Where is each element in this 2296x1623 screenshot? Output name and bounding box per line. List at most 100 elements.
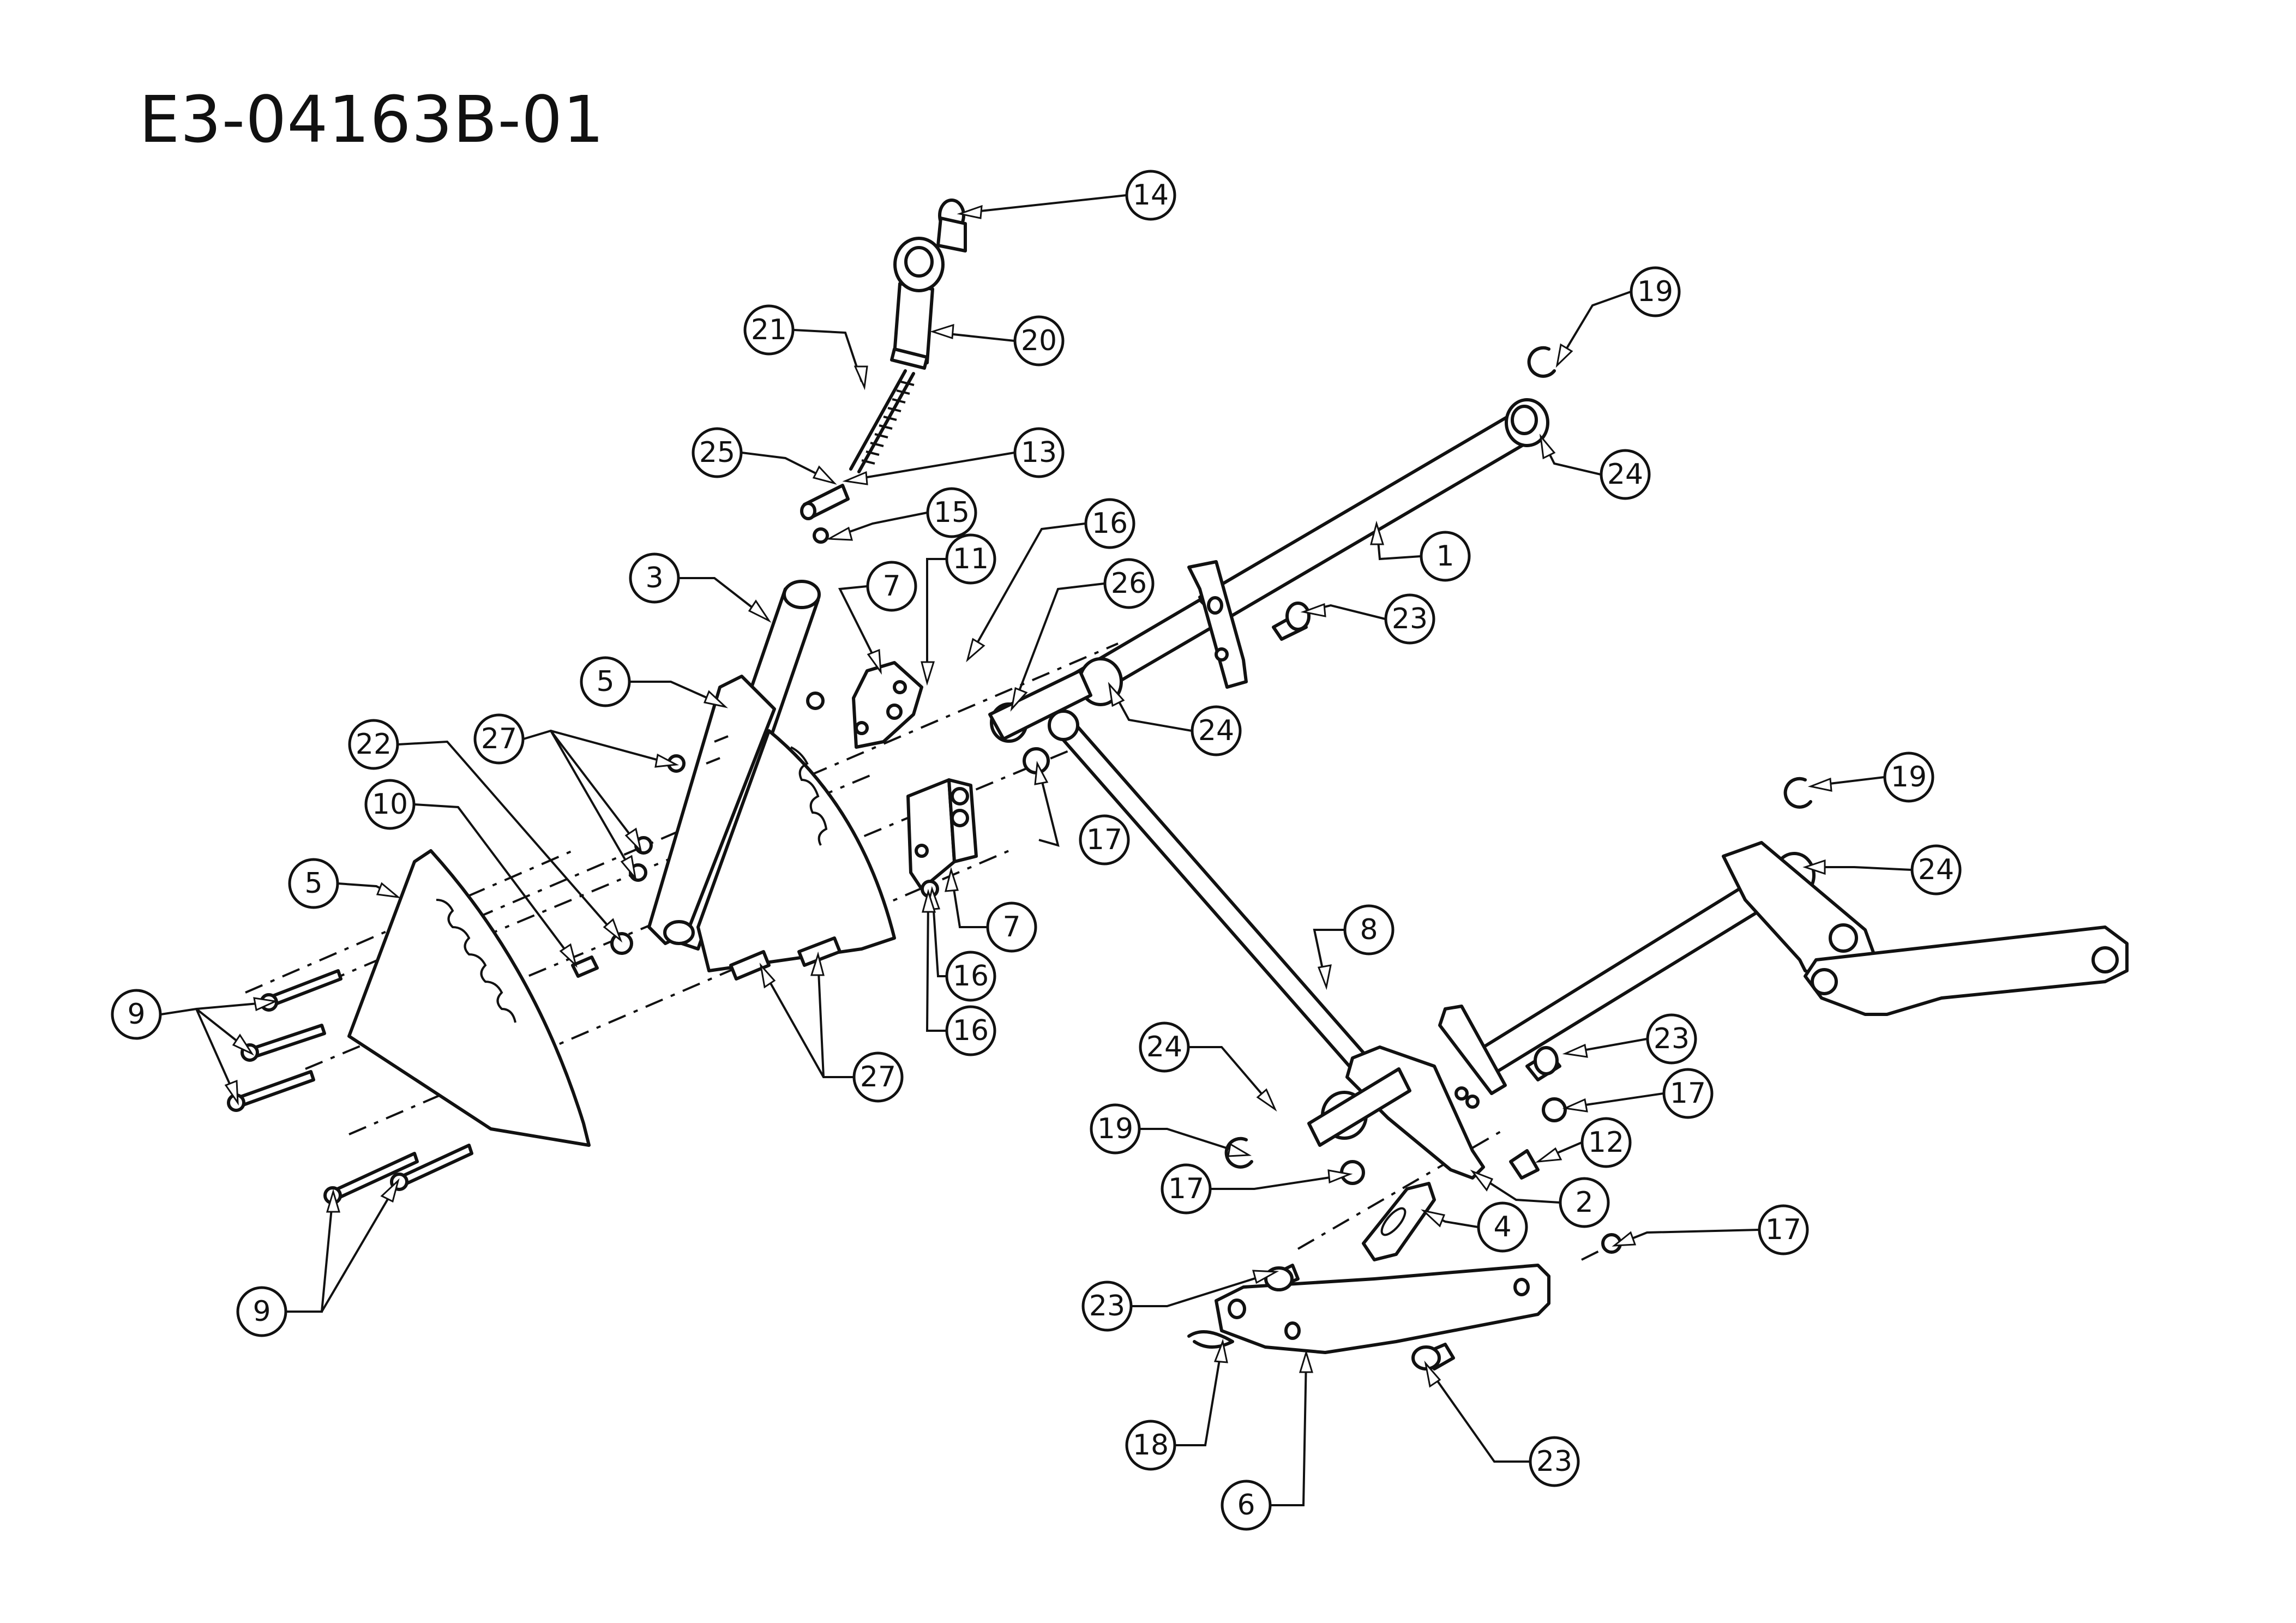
- callout-5-upper: 5: [580, 656, 631, 707]
- axle-bracket-plate: [1187, 560, 1248, 689]
- callout-25: 25: [692, 427, 743, 478]
- bracket-7-upper: [852, 661, 923, 749]
- callout-11: 11: [945, 533, 996, 585]
- callout-6: 6: [1221, 1480, 1272, 1531]
- callout-15-label: 15: [934, 496, 970, 529]
- e-clip-19-lower: [1224, 1137, 1253, 1169]
- bolt-12: [1509, 1149, 1540, 1180]
- callout-17-right: 17: [1758, 1204, 1809, 1255]
- callout-19-top-label: 19: [1637, 275, 1673, 308]
- nut-15-part: [813, 527, 829, 544]
- leader-lines: [160, 194, 1912, 1506]
- callout-16-mid-label: 16: [953, 960, 989, 993]
- link-rod-8: [1048, 710, 1403, 1109]
- callout-14-label: 14: [1133, 179, 1169, 212]
- bolt-9-b: [247, 1024, 326, 1060]
- callout-21: 21: [743, 304, 795, 356]
- callout-16-mid: 16: [945, 951, 996, 1002]
- callout-24-lower-label: 24: [1146, 1031, 1182, 1063]
- lower-plate-2: [1307, 1005, 1507, 1180]
- callout-10-label: 10: [372, 788, 408, 821]
- callout-23-mid-label: 23: [1654, 1023, 1690, 1055]
- callout-24-right-label: 24: [1918, 853, 1954, 886]
- callout-22-label: 22: [356, 728, 392, 761]
- callout-9-upper: 9: [111, 989, 162, 1040]
- cotter-pin-18: [1187, 1330, 1234, 1349]
- callout-23-top-label: 23: [1392, 603, 1428, 635]
- spring-21-part: [861, 381, 915, 465]
- callout-14: 14: [1125, 170, 1176, 221]
- callout-2-label: 2: [1575, 1186, 1593, 1219]
- lever-assembly: [647, 580, 821, 951]
- callout-7-lower-label: 7: [1002, 911, 1020, 943]
- callout-5-upper-label: 5: [596, 665, 614, 698]
- ratchet-sector-front: [347, 849, 591, 1147]
- callout-19-lower: 19: [1090, 1103, 1141, 1155]
- callout-1: 1: [1420, 531, 1471, 582]
- callout-19-right: 19: [1883, 752, 1934, 803]
- callout-10: 10: [364, 779, 416, 830]
- callout-8-label: 8: [1360, 913, 1378, 946]
- callout-7-upper: 7: [866, 561, 917, 612]
- callout-7-upper-label: 7: [882, 570, 900, 603]
- callout-20: 20: [1013, 315, 1065, 366]
- callout-27-lower: 27: [852, 1051, 904, 1103]
- callout-4-label: 4: [1493, 1211, 1511, 1243]
- nut-16-a: [951, 787, 969, 806]
- callout-13-label: 13: [1021, 436, 1057, 469]
- spacer-27-b: [797, 936, 842, 967]
- callout-25-label: 25: [699, 436, 735, 469]
- callout-9-lower: 9: [236, 1286, 287, 1337]
- callout-3: 3: [629, 552, 680, 604]
- lower-arm-6: [1187, 1264, 1550, 1354]
- callout-18-label: 18: [1133, 1429, 1169, 1462]
- callout-17-lower-label: 17: [1168, 1173, 1204, 1205]
- callout-12-label: 12: [1588, 1126, 1624, 1159]
- ratchet-sector-rear: [696, 729, 896, 972]
- callout-16-lower-label: 16: [953, 1014, 989, 1047]
- callout-23-top: 23: [1384, 593, 1435, 645]
- handle-knob-assembly: [800, 199, 967, 544]
- fasteners-left: [227, 692, 969, 1205]
- callout-18: 18: [1125, 1420, 1176, 1471]
- callout-27-upper-label: 27: [481, 723, 517, 755]
- e-clip-19-top: [1527, 346, 1556, 378]
- callout-17-right-label: 17: [1765, 1213, 1801, 1246]
- callout-6-label: 6: [1237, 1489, 1255, 1522]
- callout-17-upper-label: 17: [1086, 823, 1122, 856]
- slot-link-4: [1362, 1182, 1436, 1261]
- callout-16-lower: 16: [945, 1005, 996, 1056]
- callout-26: 26: [1103, 558, 1155, 609]
- callout-19-right-label: 19: [1891, 761, 1927, 794]
- callout-16-top-label: 16: [1092, 507, 1128, 540]
- callout-11-label: 11: [953, 543, 989, 575]
- callout-2: 2: [1559, 1177, 1610, 1228]
- callout-24-right: 24: [1910, 844, 1962, 895]
- callout-9-upper-label: 9: [127, 998, 145, 1031]
- callout-27-lower-label: 27: [860, 1061, 896, 1093]
- diagram-title: E3-04163B-01: [139, 82, 605, 157]
- callout-17-upper: 17: [1079, 814, 1130, 865]
- callout-17-mid-label: 17: [1670, 1077, 1706, 1110]
- rear-axle-assembly: [1482, 841, 2129, 1073]
- callout-9-lower-label: 9: [253, 1295, 271, 1328]
- callout-26-label: 26: [1111, 567, 1147, 600]
- callout-12: 12: [1580, 1117, 1632, 1168]
- nut-17-b: [1542, 1097, 1567, 1122]
- bolt-10: [571, 955, 599, 978]
- spacer-27-a: [729, 950, 771, 981]
- callout-21-label: 21: [751, 314, 787, 346]
- callout-23-bottom: 23: [1529, 1436, 1580, 1487]
- callout-19-lower-label: 19: [1097, 1113, 1133, 1145]
- callout-1-label: 1: [1436, 540, 1454, 573]
- callout-17-mid: 17: [1662, 1068, 1714, 1119]
- bolt-9-a: [266, 969, 342, 1008]
- e-clip-19-right: [1783, 777, 1812, 809]
- callout-24-lower: 24: [1139, 1021, 1190, 1073]
- callout-24-mid: 24: [1191, 705, 1242, 756]
- callout-24-top: 24: [1600, 449, 1651, 500]
- callout-20-label: 20: [1021, 324, 1057, 357]
- callout-17-lower: 17: [1161, 1163, 1212, 1215]
- callout-24-mid-label: 24: [1198, 714, 1234, 747]
